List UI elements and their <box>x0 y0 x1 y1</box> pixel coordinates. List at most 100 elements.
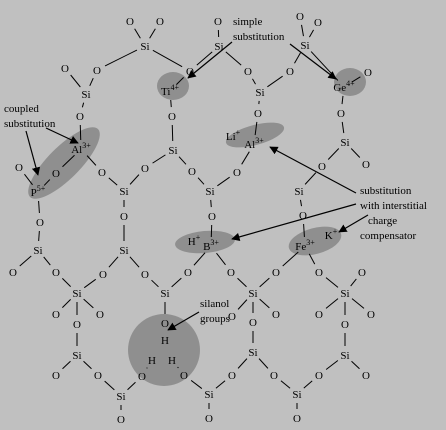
atom-o30: O <box>99 269 107 281</box>
atom-o43: O <box>73 319 81 331</box>
arrow-to-ge <box>289 43 337 80</box>
atom-o54: O <box>362 370 370 382</box>
atom-o37: O <box>52 309 60 321</box>
atom-si18: Si <box>248 347 257 359</box>
bond-o19-si9 <box>217 176 230 187</box>
bond-si12-o30 <box>108 256 119 268</box>
atom-o6: O <box>244 66 252 78</box>
arrow-to-silanol-oh <box>167 311 200 331</box>
bond-o10-si4 <box>70 74 81 88</box>
ge-highlight <box>334 68 366 96</box>
atom-o52: O <box>270 370 278 382</box>
atom-o13: O <box>168 111 176 123</box>
atom-o1: O <box>126 16 134 28</box>
atom-o46: O <box>341 319 349 331</box>
bond-o3-si4 <box>89 77 94 87</box>
bond-p-o24 <box>38 200 40 214</box>
bond-si17-o48 <box>83 360 92 370</box>
bond-o1-si1 <box>134 28 141 39</box>
atom-si10: Si <box>294 186 303 198</box>
bond-si7-o21 <box>350 148 361 158</box>
atom-o36: O <box>358 267 366 279</box>
atom-o48: O <box>94 370 102 382</box>
arrow-to-ti <box>187 41 233 79</box>
interstitial-line-2: with interstitial <box>360 200 427 212</box>
atom-o44: O <box>161 318 169 330</box>
bond-o24-si11 <box>38 230 40 242</box>
interstitial-line-4: compensator <box>360 230 417 242</box>
arrow-to-al <box>45 127 79 144</box>
atom-o32: O <box>184 267 192 279</box>
bond-fe-o35 <box>308 253 316 265</box>
bond-si6-o18 <box>178 156 187 165</box>
bond-o22-p <box>24 173 33 186</box>
atom-o23: O <box>52 168 60 180</box>
atom-o50: O <box>180 370 188 382</box>
bond-si7-o20 <box>327 148 340 160</box>
simple-substitution-annotation: simple substitution <box>233 16 285 43</box>
bond-si12-o31 <box>129 256 140 268</box>
bond-o30-si13 <box>83 278 97 289</box>
atom-o2: O <box>156 16 164 28</box>
ti-highlight <box>157 72 189 100</box>
atom-o35: O <box>315 267 323 279</box>
bond-o6-si5 <box>252 78 256 85</box>
bond-o8-si3 <box>308 29 315 38</box>
bond-al2-o19 <box>241 151 250 165</box>
charge-li: + <box>236 128 241 137</box>
atom-h3: H <box>168 355 176 367</box>
bond-o9-si5 <box>267 75 283 88</box>
coupled-substitution-annotation: coupled substitution <box>4 103 56 130</box>
silanol-line-1: silanol <box>200 298 229 310</box>
bond-o23-al1 <box>62 154 75 168</box>
atom-si4: Si <box>81 89 90 101</box>
bond-o52-si22 <box>280 380 291 389</box>
atom-si1: Si <box>140 41 149 53</box>
bond-b-o32 <box>193 252 206 266</box>
bond-si2-o6 <box>225 51 242 66</box>
bond-o51-si21 <box>215 380 226 389</box>
atom-o31: O <box>141 269 149 281</box>
bond-si19-o53 <box>325 360 339 370</box>
atom-o17: O <box>141 163 149 175</box>
bond-si13-o38 <box>83 298 94 309</box>
bond-fe-o34 <box>282 251 299 267</box>
bond-o27-fe <box>303 223 305 238</box>
bond-o50-si21 <box>190 380 203 389</box>
atom-o16: O <box>98 167 106 179</box>
bond-si3-o9 <box>294 52 301 64</box>
bond-al1-o16 <box>86 155 97 166</box>
bond-si2-o4 <box>196 51 213 66</box>
charge-al2: 3+ <box>255 136 264 145</box>
atom-o5: O <box>214 16 222 28</box>
interstitial-line-3: charge <box>368 215 397 227</box>
bond-si15-o39 <box>237 299 248 310</box>
atom-o53: O <box>315 370 323 382</box>
fe-k-highlight <box>288 226 342 256</box>
bond-o15-si7 <box>341 121 345 134</box>
atom-si14: Si <box>160 288 169 300</box>
bond-si11-o28 <box>19 255 32 267</box>
bond-b-o33 <box>216 252 226 266</box>
bond-o32-si14 <box>171 277 182 288</box>
atom-o15: O <box>337 108 345 120</box>
arrow-to-p <box>25 130 41 176</box>
atom-al2: Al3+ <box>244 136 264 151</box>
bond-si11-o29 <box>43 256 51 266</box>
bond-si18-o52 <box>258 358 269 369</box>
atom-si3: Si <box>300 40 309 52</box>
bond-o16-si8 <box>108 177 118 186</box>
bond-o7-si3 <box>301 24 304 37</box>
atom-h1: H <box>161 335 169 347</box>
interstitial-annotation: substitution with interstitial charge co… <box>360 185 427 242</box>
charge-k: + <box>333 227 338 236</box>
atom-si21: Si <box>204 389 213 401</box>
bond-si13-o37 <box>62 299 71 308</box>
atom-o57: O <box>293 413 301 425</box>
atom-o8: O <box>314 17 322 29</box>
atom-o7: O <box>296 11 304 23</box>
atom-o18: O <box>188 166 196 178</box>
atom-o55: O <box>117 414 125 426</box>
bond-si17-o47 <box>62 360 71 370</box>
bond-si10-o27 <box>299 199 303 207</box>
